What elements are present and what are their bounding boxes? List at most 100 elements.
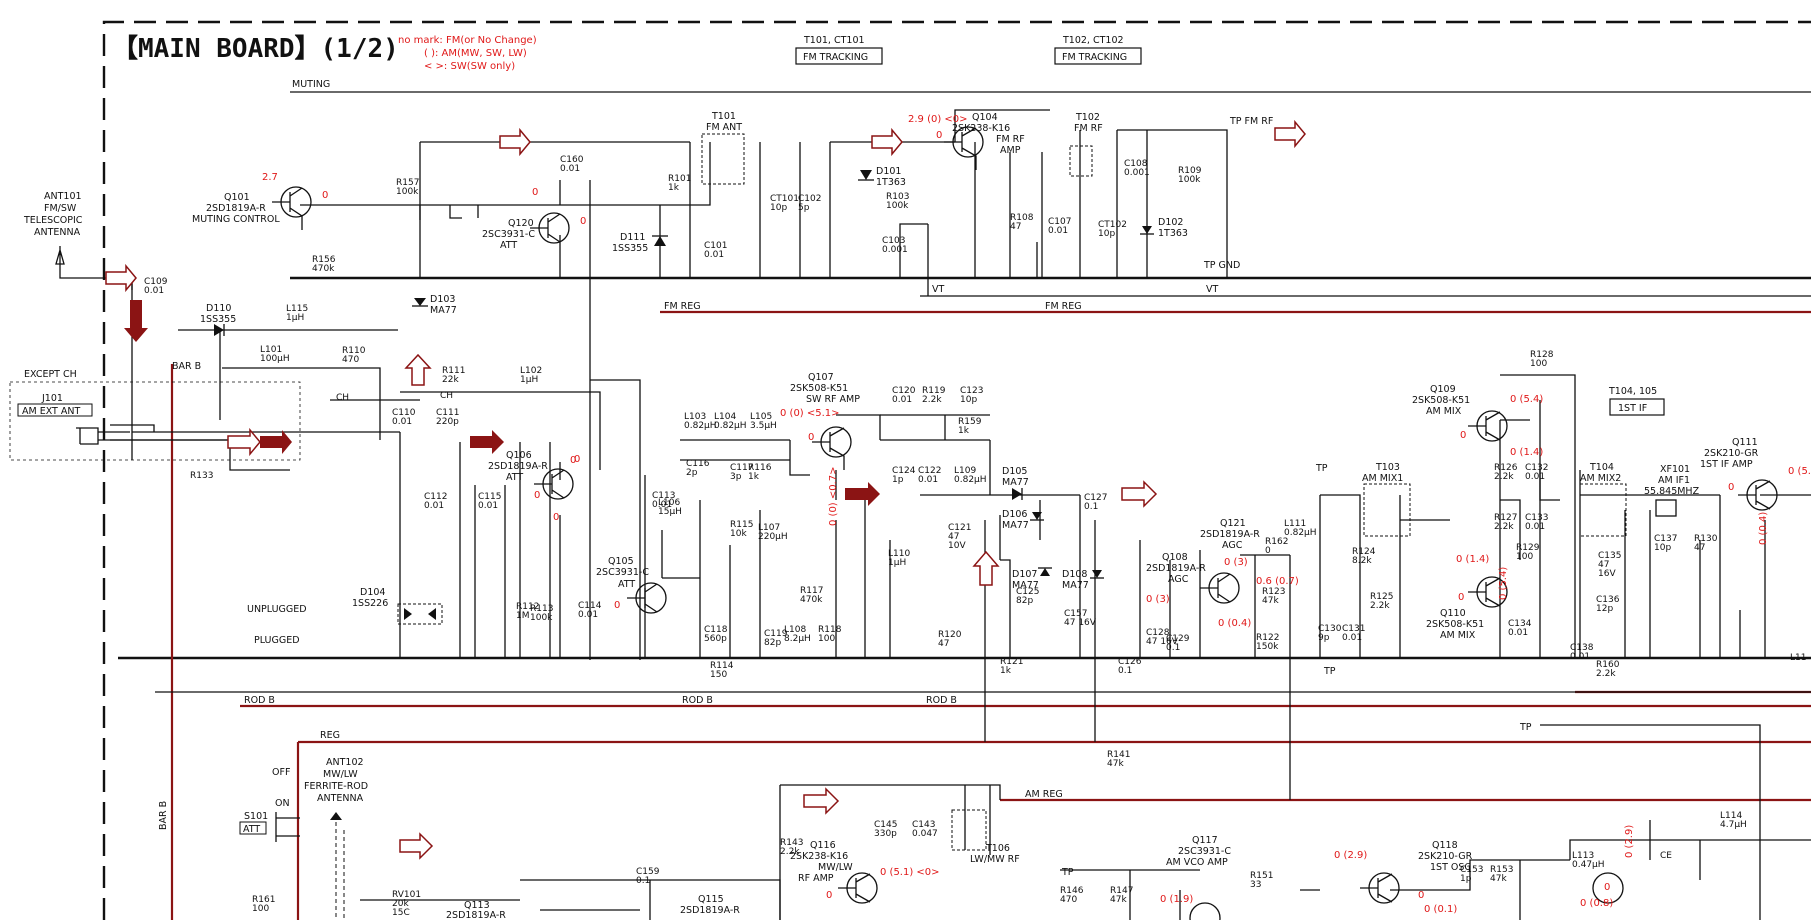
voltage-value: 0 (0.1) <box>1424 904 1457 915</box>
part-label: 0.01 <box>478 501 498 511</box>
part-label: 4.7μH <box>1720 820 1747 830</box>
part-label: 47 <box>1010 222 1021 232</box>
svg-text:RF AMP: RF AMP <box>798 873 834 884</box>
voltage-value: 0 (5.4) <box>1510 394 1543 405</box>
part-label: R111 <box>442 366 465 376</box>
voltage-value: 0 (0.8) <box>1580 898 1613 909</box>
transistor-q120: Q120 2SC3931-C ATT <box>482 212 570 251</box>
svg-text:D104: D104 <box>360 587 385 598</box>
voltage-value: 0 <box>1460 430 1466 441</box>
part-label: R103 <box>886 192 909 202</box>
part-label: 47 16V <box>1064 618 1097 628</box>
part-label: L105 <box>750 412 772 422</box>
part-label: R124 <box>1352 547 1376 557</box>
tp-gnd: TP GND <box>1203 260 1240 271</box>
part-label: C107 <box>1048 217 1071 227</box>
part-label: L113 <box>1572 851 1594 861</box>
svg-text:2SC3931-C: 2SC3931-C <box>596 567 649 578</box>
part-label: R151 <box>1250 871 1273 881</box>
if-box-header: T104, 105 <box>1608 386 1657 397</box>
net-vt-2: VT <box>1206 284 1218 295</box>
diode-d108: D108 MA77 <box>1062 569 1104 591</box>
part-label: R156 <box>312 255 336 265</box>
signal-arrow <box>1121 480 1158 508</box>
svg-text:D111: D111 <box>620 232 645 243</box>
part-label: 0.01 <box>578 610 598 620</box>
part-label: C108 <box>1124 159 1148 169</box>
svg-text:2SK508-K51: 2SK508-K51 <box>790 383 848 394</box>
part-label: C160 <box>560 155 584 165</box>
svg-text:Q117: Q117 <box>1192 835 1218 846</box>
svg-text:2SD1819A-R: 2SD1819A-R <box>488 461 548 472</box>
part-label: 1μH <box>520 375 538 385</box>
passive-parts: R157100kR156470kC1090.01L1151μHC1600.01R… <box>144 155 1806 918</box>
part-label: 0.1 <box>1118 666 1132 676</box>
part-label: L110 <box>888 549 910 559</box>
svg-text:Q108: Q108 <box>1162 552 1188 563</box>
voltage-value: 0 <box>1458 592 1464 603</box>
part-label: 0.82μH <box>954 475 987 485</box>
voltage-value: 0 <box>553 512 559 523</box>
part-label: R116 <box>748 463 772 473</box>
transistor-q115: Q115 2SD1819A-R <box>680 894 740 916</box>
part-label: 15μH <box>658 507 682 517</box>
legend-line-1: no mark: FM(or No Change) <box>398 35 537 46</box>
svg-text:AM IF1: AM IF1 <box>1658 475 1690 486</box>
svg-text:AM MIX1: AM MIX1 <box>1362 473 1403 484</box>
svg-text:MA77: MA77 <box>1002 477 1029 488</box>
svg-text:D106: D106 <box>1002 509 1027 520</box>
part-label: 220p <box>436 417 459 427</box>
part-label: C119 <box>764 629 788 639</box>
part-label: 2.2k <box>780 847 800 857</box>
part-label: 47 <box>1694 543 1705 553</box>
net-vt-1: VT <box>932 284 944 295</box>
svg-text:AGC: AGC <box>1168 574 1189 585</box>
transistor-q111: Q111 2SK210-GR 1ST IF AMP <box>1700 437 1778 511</box>
svg-text:Q106: Q106 <box>506 450 532 461</box>
part-label: R101 <box>668 174 691 184</box>
svg-text:AM MIX: AM MIX <box>1440 630 1476 641</box>
voltage-value: 0 (0) <5.1> <box>780 408 840 419</box>
voltage-value: 0 (5.4) <box>1498 567 1509 600</box>
part-label: 47k <box>1107 759 1124 769</box>
part-label: 3.5μH <box>750 421 777 431</box>
part-label: L107 <box>758 523 780 533</box>
svg-text:55.845MHZ: 55.845MHZ <box>1644 486 1700 497</box>
part-label: 100 <box>818 634 835 644</box>
part-label: 0.001 <box>882 245 908 255</box>
part-label: 1k <box>1000 666 1012 676</box>
part-label: 2.2k <box>1494 472 1514 482</box>
part-label: 0.01 <box>1570 652 1590 662</box>
transformer-t101: T101 FM ANT <box>701 111 745 185</box>
part-label: R133 <box>190 471 213 481</box>
part-label: 0.01 <box>144 286 164 296</box>
except-ch: EXCEPT CH <box>24 369 77 380</box>
part-label: R157 <box>396 178 419 188</box>
part-label: C102 <box>798 194 821 204</box>
part-label: C129 <box>1166 634 1190 644</box>
part-label: C115 <box>478 492 501 502</box>
net-fm-reg-2: FM REG <box>1045 301 1082 312</box>
svg-text:AM EXT ANT: AM EXT ANT <box>22 406 80 417</box>
tracking-label-2: FM TRACKING <box>1062 52 1127 63</box>
part-label: 0.1 <box>1084 502 1098 512</box>
transistor-q108: Q108 2SD1819A-R AGC <box>1146 552 1240 604</box>
part-label: R114 <box>710 661 734 671</box>
part-label: C134 <box>1508 619 1532 629</box>
svg-text:2SD1819A-R: 2SD1819A-R <box>206 203 266 214</box>
part-label: 9p <box>1318 633 1330 643</box>
voltage-value: 0 (5.1) <0> <box>880 867 940 878</box>
transformer-t102: T102 FM RF <box>1069 112 1103 177</box>
svg-text:ANTENNA: ANTENNA <box>34 227 81 238</box>
svg-text:1SS355: 1SS355 <box>612 243 648 254</box>
net-fm-reg-1: FM REG <box>664 301 701 312</box>
svg-text:Q105: Q105 <box>608 556 634 567</box>
svg-text:2SK508-K51: 2SK508-K51 <box>1412 395 1470 406</box>
part-label: 100k <box>886 201 909 211</box>
part-label: C128 <box>1146 628 1170 638</box>
part-label: 10p <box>1654 543 1671 553</box>
net-rod-b-2: ROD B <box>682 695 713 706</box>
svg-text:2SD1819A-R: 2SD1819A-R <box>1146 563 1206 574</box>
part-label: 5p <box>798 203 810 213</box>
